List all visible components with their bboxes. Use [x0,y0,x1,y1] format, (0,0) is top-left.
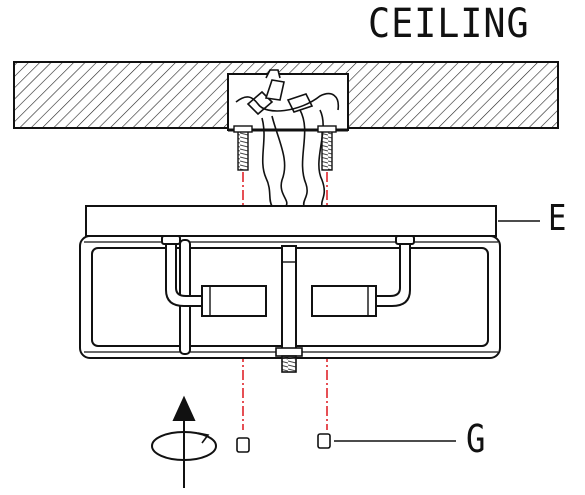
canopy-plate [85,205,497,237]
wire-connectors [246,69,314,116]
ceiling-label: CEILING [368,1,530,47]
cap-nut-right [317,433,331,449]
center-rod [275,245,303,373]
canopy-label: E [548,198,567,239]
junction-box [227,73,349,132]
mounting-screw-right [317,125,337,171]
rotate-up-arrow-icon [151,395,217,488]
cap-nut-left [236,437,250,453]
mounting-screw-left [233,125,253,171]
lamp-socket-right [311,285,377,317]
lamp-socket-left [201,285,267,317]
cap-nut-label: G [466,417,486,461]
